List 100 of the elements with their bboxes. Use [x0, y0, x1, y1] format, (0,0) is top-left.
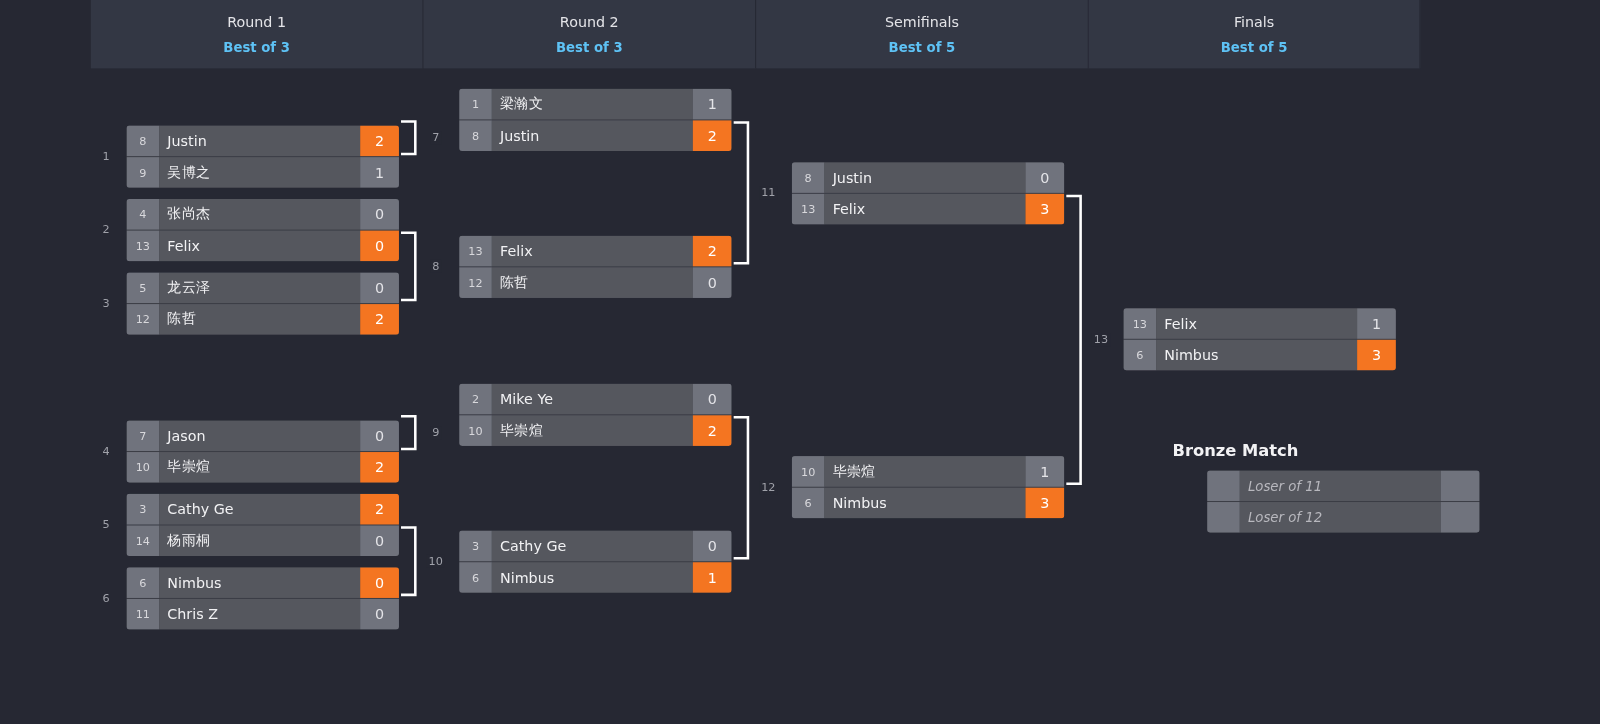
player-name: Justin [824, 162, 1026, 193]
match-card [126, 272, 399, 335]
player-name: 毕崇煊 [824, 456, 1026, 487]
match-number: 6 [102, 591, 110, 605]
player-name: Felix [491, 235, 693, 267]
match-card [1123, 308, 1396, 371]
score: 2 [692, 235, 732, 267]
player-name: Nimbus [824, 487, 1026, 519]
seed-number: 6 [126, 567, 160, 598]
player-name: Nimbus [1156, 339, 1358, 371]
score: 2 [360, 125, 399, 157]
score: 0 [692, 383, 732, 415]
seed-number: 11 [126, 598, 160, 630]
score: 0 [360, 199, 399, 230]
player-name: Nimbus [491, 562, 693, 593]
score: 3 [1025, 193, 1065, 225]
seed-number: 13 [791, 193, 825, 225]
player-name: Felix [1156, 308, 1358, 339]
score: 2 [360, 304, 399, 335]
player-name: Nimbus [159, 567, 361, 598]
match-number: 4 [102, 444, 110, 458]
score: 2 [692, 120, 732, 151]
seed-number: 6 [1123, 339, 1157, 371]
score: 2 [360, 493, 399, 525]
player-name: Cathy Ge [491, 530, 693, 562]
bracket-line [401, 231, 417, 302]
player-name: Mike Ye [491, 383, 693, 415]
seed-number: 8 [459, 120, 492, 151]
player-name: Chris Z [159, 598, 361, 630]
player-name: 陈哲 [491, 267, 693, 298]
score: 1 [1357, 308, 1396, 339]
best-of-label: Best of 3 [555, 39, 623, 56]
match-number: 2 [102, 222, 110, 237]
seed-number: 4 [126, 199, 160, 230]
player-name: Cathy Ge [159, 493, 361, 525]
seed-number: 3 [459, 530, 492, 562]
match-card [126, 567, 399, 630]
player-name: Felix [159, 230, 361, 262]
player-name: Jason [159, 420, 361, 451]
score: 1 [360, 157, 399, 188]
match-card [459, 530, 732, 593]
score: 0 [692, 530, 732, 562]
seed-number: 1 [459, 88, 492, 120]
section-heading: Bronze Match [1172, 440, 1299, 461]
player-name: 陈哲 [159, 304, 361, 335]
seed-number: 5 [126, 272, 160, 304]
player-name: 梁瀚文 [491, 88, 693, 120]
seed-number: 14 [126, 525, 160, 557]
score: 0 [360, 420, 399, 451]
player-name: Justin [159, 125, 361, 157]
seed-number: 3 [126, 493, 160, 525]
seed-number: 12 [459, 267, 492, 298]
seed-number: 12 [126, 304, 160, 335]
seed-number: 10 [126, 452, 160, 483]
score: 0 [360, 272, 399, 304]
score: 0 [692, 267, 732, 298]
bracket-line [1066, 194, 1082, 485]
score: 1 [1025, 456, 1065, 487]
player-name: 龙云泽 [159, 272, 361, 304]
seed-number: 8 [791, 162, 825, 193]
score: 0 [1025, 162, 1065, 193]
bracket-line [401, 120, 417, 156]
match-card [459, 235, 732, 298]
seed-number: 10 [459, 415, 492, 446]
round-title: Round 2 [559, 13, 619, 30]
edge-label: 10 [426, 554, 445, 568]
player-name: 吴博之 [159, 157, 361, 188]
best-of-label: Best of 5 [1220, 39, 1288, 56]
score: 2 [692, 415, 732, 446]
edge-label: 8 [430, 259, 442, 273]
match-card [459, 383, 732, 446]
placeholder-text: Loser of 12 [1239, 502, 1441, 533]
player-name: Felix [824, 193, 1026, 225]
bracket-line [401, 526, 417, 597]
seed-number: 13 [126, 230, 160, 262]
match-card [126, 420, 399, 483]
player-name: 杨雨桐 [159, 525, 361, 557]
score: 1 [692, 88, 732, 120]
placeholder-text: Loser of 11 [1239, 470, 1441, 501]
round-title: Semifinals [884, 13, 959, 30]
score: 0 [360, 567, 399, 598]
match-number: 3 [102, 296, 110, 310]
score: 1 [692, 562, 732, 593]
player-name: 张尚杰 [159, 199, 361, 230]
score: 3 [1357, 339, 1396, 371]
bracket-line [733, 416, 750, 560]
score: 0 [360, 525, 399, 557]
seed-number: 13 [459, 235, 492, 267]
seed-number: 6 [459, 562, 492, 593]
seed-number: 10 [791, 456, 825, 487]
bracket-line [401, 415, 417, 451]
score: 0 [360, 230, 399, 262]
seed-number: 7 [126, 420, 160, 451]
score: 3 [1025, 487, 1065, 519]
seed-number: 2 [459, 383, 492, 415]
player-name: 毕崇煊 [491, 415, 693, 446]
match-card [126, 199, 399, 262]
seed-number: 6 [791, 487, 825, 519]
score: 0 [360, 598, 399, 630]
seed-number: 8 [126, 125, 160, 157]
